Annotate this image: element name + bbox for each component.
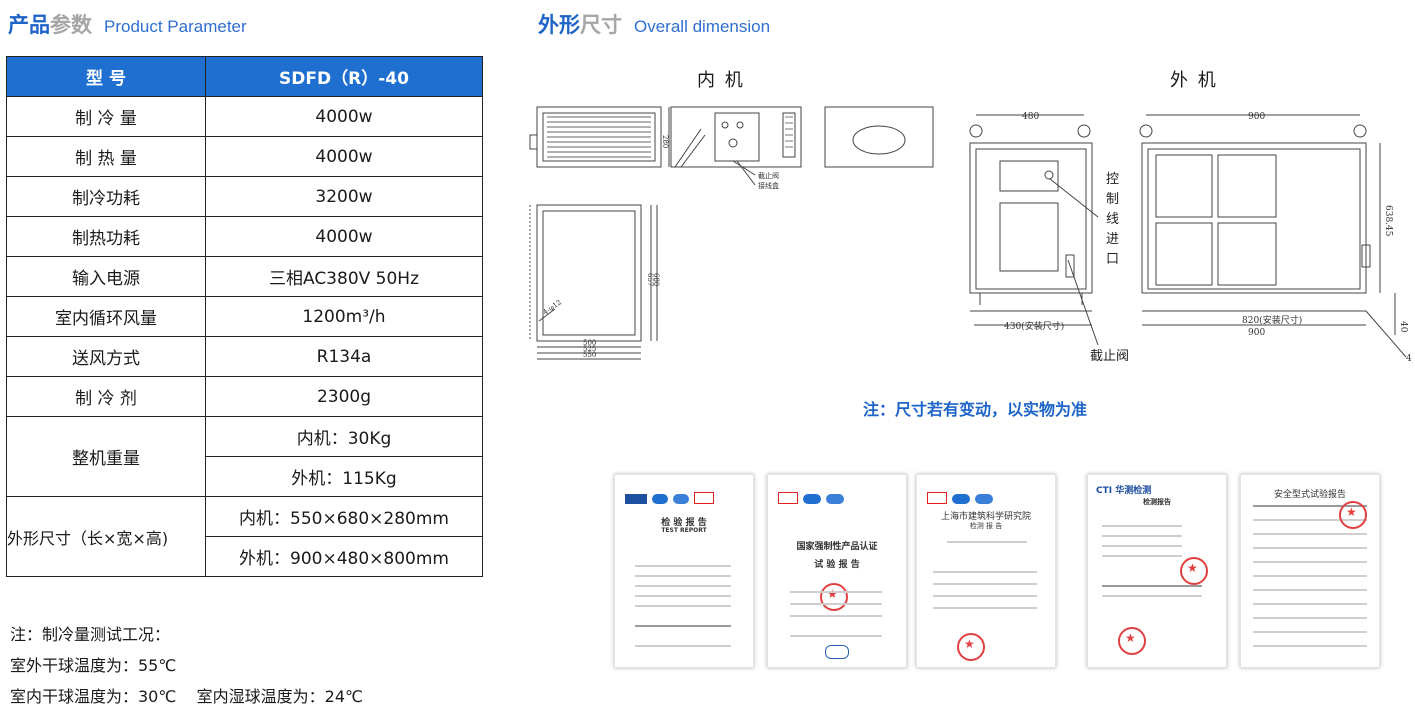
title-english: Overall dimension <box>634 17 771 36</box>
dim-550: 550 <box>583 351 596 359</box>
row-value: R134a <box>205 336 483 377</box>
header-cell-model: 型 号 <box>6 56 206 97</box>
table-row: 输入电源三相AC380V 50Hz <box>6 256 483 297</box>
dim-500: 500 <box>583 339 596 347</box>
row-label: 送风方式 <box>6 336 206 377</box>
junction-box-label: 接线盒 <box>758 181 779 190</box>
title-part-2: 尺寸 <box>580 13 622 37</box>
size-inner: 内机：550×680×280mm <box>205 496 483 537</box>
table-row: 整机重量 内机：30Kg <box>6 416 483 497</box>
control-entry-2: 制 <box>1106 192 1119 207</box>
control-entry-3: 线 <box>1106 212 1119 227</box>
cert-subtitle: TEST REPORT <box>661 527 707 534</box>
row-value: 3200w <box>205 176 483 217</box>
row-label: 输入电源 <box>6 256 206 297</box>
header-cell-model-value: SDFD（R）-40 <box>205 56 483 97</box>
row-label: 制 热 量 <box>6 136 206 177</box>
weight-inner: 内机：30Kg <box>205 416 483 457</box>
cert-title: 安全型式试验报告 <box>1273 490 1346 500</box>
dimension-note: 注：尺寸若有变动，以实物为准 <box>863 400 1088 419</box>
row-label: 制 冷 剂 <box>6 376 206 417</box>
title-english: Product Parameter <box>104 17 247 36</box>
row-label: 室内循环风量 <box>6 296 206 337</box>
cert-title: 检 验 报 告 <box>661 518 707 528</box>
dim-900-bottom: 900 <box>1248 328 1265 338</box>
dim-hole: 4-φ12 <box>542 298 563 316</box>
overall-dimension-title: 外形尺寸 Overall dimension <box>538 9 770 39</box>
certificate-4: CTI 华测检测 检测报告 <box>1087 474 1227 668</box>
cert-subtitle: 检测报告 <box>1143 498 1171 506</box>
product-parameter-title: 产品参数 Product Parameter <box>8 9 247 39</box>
cert-title: 国家强制性产品认证 <box>796 542 878 552</box>
certificate-1: 检 验 报 告 TEST REPORT <box>614 474 754 668</box>
title-part-1: 产品 <box>8 13 50 37</box>
control-entry-1: 控 <box>1106 172 1119 187</box>
cert-title: CTI 华测检测 <box>1096 486 1152 496</box>
cert-subtitle: 检测 报 告 <box>969 522 1003 530</box>
cert-logos <box>927 489 1045 504</box>
cert-logos <box>778 489 896 504</box>
dim-525: 525 <box>583 345 596 353</box>
dim-900-top: 900 <box>1248 112 1265 122</box>
dim-680: 680 <box>652 273 660 286</box>
row-label: 制 冷 量 <box>6 96 206 137</box>
test-conditions-notes: 注：制冷量测试工况： 室外干球温度为：55℃ 室内干球温度为：30℃ 室内湿球温… <box>10 619 363 712</box>
valve-small-label: 截止阀 <box>758 171 779 180</box>
row-value: 1200m³/h <box>205 296 483 337</box>
dim-40: 40 <box>1398 321 1408 333</box>
certificate-3: 上海市建筑科学研究院 检测 报 告 <box>916 474 1056 668</box>
control-entry-5: 口 <box>1106 252 1119 267</box>
dim-480: 480 <box>1022 112 1039 122</box>
inner-unit-label: 内 机 <box>697 70 745 91</box>
dim-430: 430(安装尺寸) <box>1004 320 1064 332</box>
row-value: 2300g <box>205 376 483 417</box>
row-value: 三相AC380V 50Hz <box>205 256 483 297</box>
row-label: 制热功耗 <box>6 216 206 257</box>
dim-280: 280 <box>661 135 669 148</box>
table-header-row: 型 号 SDFD（R）-40 <box>6 56 483 97</box>
note-line: 注：制冷量测试工况： <box>10 625 171 644</box>
row-value: 4000w <box>205 136 483 177</box>
size-outer: 外机：900×480×800mm <box>205 536 483 577</box>
table-row: 外机：115Kg <box>7 456 483 497</box>
title-part-2: 参数 <box>50 13 92 37</box>
row-value: 4000w <box>205 96 483 137</box>
dim-4: 4 <box>1406 354 1412 364</box>
dim-820: 820(安装尺寸) <box>1242 314 1302 326</box>
valve-label: 截止阀 <box>1090 349 1129 364</box>
cert-subtitle: 试 验 报 告 <box>814 560 860 570</box>
weight-outer: 外机：115Kg <box>205 456 483 497</box>
inner-unit-drawing: 截止阀 接线盒 280 500 525 550 657 680 4-φ12 <box>529 106 934 360</box>
outer-unit-drawing: 480 900 430(安装尺寸) 820(安装尺寸) 900 638.45 4… <box>969 112 1412 364</box>
outer-unit-label: 外 机 <box>1170 70 1218 91</box>
note-line: 室外干球温度为：55℃ <box>10 656 177 675</box>
cert-logos <box>625 489 743 504</box>
row-value: 4000w <box>205 216 483 257</box>
size-label: 外形尺寸（长×宽×高) <box>6 496 206 577</box>
table-row: 外形尺寸（长×宽×高) 内机：550×680×280mm <box>6 496 483 577</box>
control-entry-4: 进 <box>1106 232 1119 247</box>
weight-label: 整机重量 <box>6 416 206 497</box>
cert-title: 上海市建筑科学研究院 <box>940 512 1031 522</box>
note-line: 室内干球温度为：30℃ 室内湿球温度为：24℃ <box>10 687 364 706</box>
row-label: 制冷功耗 <box>6 176 206 217</box>
table-row: 外机：900×480×800mm <box>7 536 483 577</box>
certificate-5: 安全型式试验报告 <box>1240 474 1380 668</box>
certificate-2: 国家强制性产品认证 试 验 报 告 <box>767 474 907 668</box>
dim-638: 638.45 <box>1383 205 1393 237</box>
title-part-1: 外形 <box>538 13 580 37</box>
dim-657: 657 <box>646 273 654 286</box>
